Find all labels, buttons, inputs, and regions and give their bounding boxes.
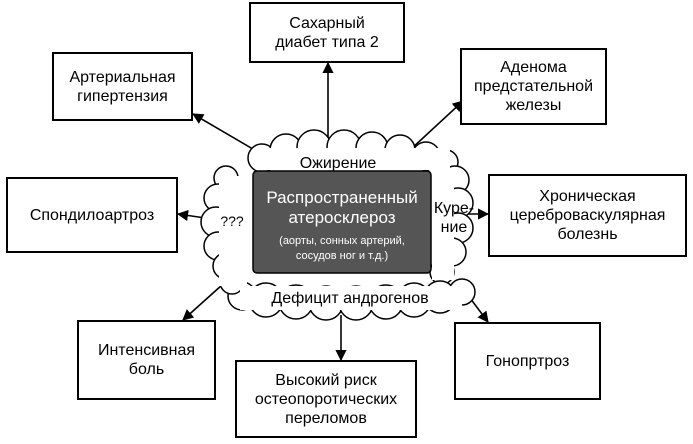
box-gonarthrosis: Гонопртроз (454, 322, 601, 400)
risk-factor-androgen-deficiency: Дефицит андрогенов (271, 290, 429, 307)
atherosclerosis-subtitle: (аорты, сонных артерий, сосудов ног и т.… (279, 235, 405, 262)
cloud-fill (219, 148, 462, 310)
arrow-to-gonarthrosis (469, 297, 489, 323)
box-intense-pain: Интенсивная боль (77, 320, 216, 400)
risk-factor-obesity: Ожирение (299, 155, 377, 172)
arrow-to-adenoma (409, 100, 464, 151)
atherosclerosis-core (252, 170, 432, 274)
box-cerebrovascular: Хроническая цереброваскулярная болезнь (488, 174, 687, 257)
box-diabetes: Сахарный диабет типа 2 (249, 2, 405, 63)
risk-factor-unknown: ??? (220, 213, 244, 229)
box-hypertension: Артериальная гипертензия (52, 52, 193, 121)
atherosclerosis-title: Распространенный атеросклероз (266, 188, 418, 227)
arrow-to-hypertension (192, 113, 259, 153)
risk-factor-smoking: Куре- ние (433, 200, 475, 236)
box-adenoma: Аденома предстательной железы (460, 48, 607, 125)
box-osteoporotic-fractures: Высокий риск остеопоротических переломов (235, 360, 417, 438)
box-spondyloarthrosis: Спондилоартроз (6, 177, 178, 253)
